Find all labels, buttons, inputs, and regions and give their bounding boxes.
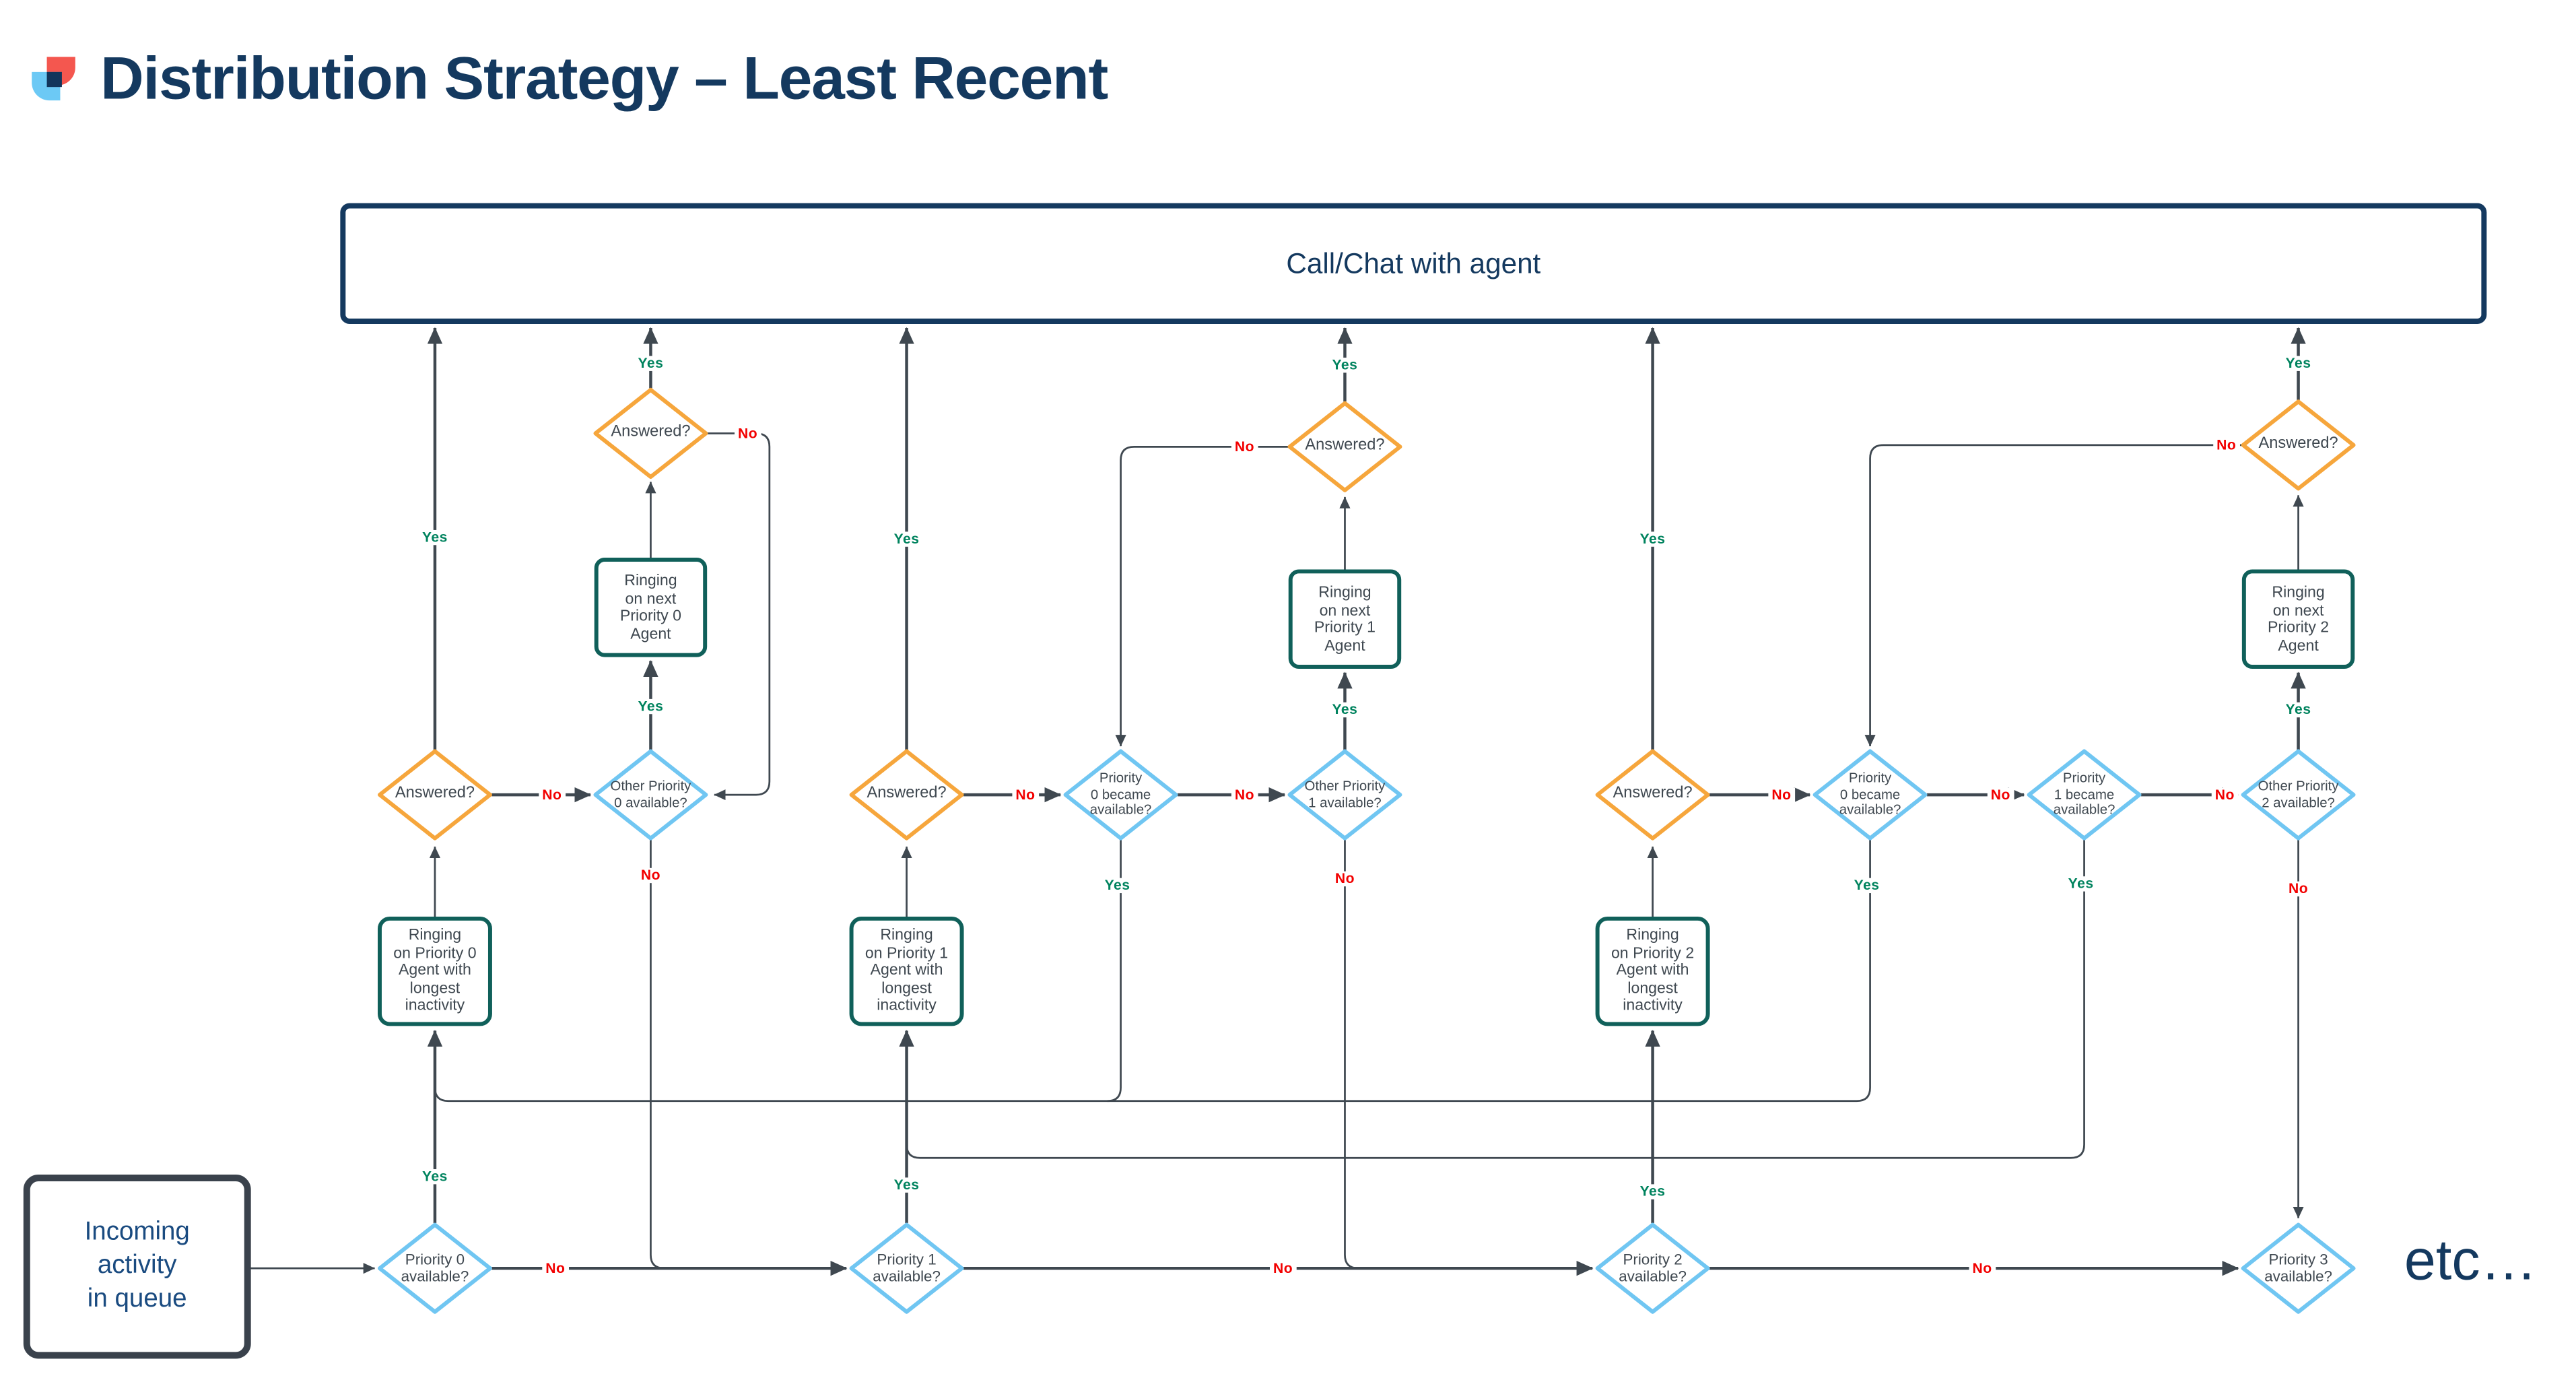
p0-became-available-decision-a: Priority 0 became available? — [1089, 770, 1152, 818]
edge-label-no: No — [1331, 872, 1359, 886]
edge-label-yes: Yes — [1328, 702, 1361, 717]
edge-label-yes: Yes — [890, 531, 923, 546]
incoming-activity-node: Incoming activity in queue — [84, 1218, 190, 1314]
other-p0-available-decision: Other Priority 0 available? — [610, 779, 691, 810]
header: Distribution Strategy – Least Recent — [30, 44, 1108, 114]
process-box-shapes — [377, 558, 2355, 1026]
ringing-p1-longest-node: Ringing on Priority 1 Agent with longest… — [865, 926, 949, 1014]
incoming-box-shape — [23, 1175, 251, 1359]
p3-available-decision: Priority 3 available? — [2264, 1251, 2332, 1286]
edge-label-yes: Yes — [1636, 531, 1669, 546]
edge-label-no: No — [734, 426, 761, 441]
p1-became-available-decision: Priority 1 became available? — [2053, 770, 2115, 818]
answered-decision-mid-0: Answered? — [395, 784, 475, 803]
edge-label-yes: Yes — [1636, 1184, 1669, 1199]
edge-label-no: No — [2213, 438, 2240, 453]
edge-label-yes: Yes — [419, 1169, 451, 1184]
answered-diamond-shapes — [377, 387, 2356, 841]
edge-label-no: No — [1270, 1261, 1297, 1276]
etc-continuation-label: etc… — [2404, 1228, 2538, 1293]
edge-label-no: No — [539, 788, 566, 802]
edge-label-no: No — [1987, 788, 2014, 802]
edge-label-yes: Yes — [2282, 356, 2315, 370]
ringing-p2-longest-node: Ringing on Priority 2 Agent with longest… — [1611, 926, 1695, 1014]
edge-label-yes: Yes — [634, 699, 667, 713]
edge-label-yes: Yes — [2282, 702, 2315, 717]
edge-label-no: No — [637, 868, 664, 882]
answered-decision-mid-2: Answered? — [1613, 784, 1693, 803]
ringing-next-p0-node: Ringing on next Priority 0 Agent — [619, 572, 682, 643]
answered-decision-top-2: Answered? — [2258, 434, 2338, 453]
edge-label-no: No — [2211, 788, 2238, 802]
p0-became-available-decision-b: Priority 0 became available? — [1839, 770, 1901, 818]
edge-label-yes: Yes — [1101, 878, 1134, 892]
edge-label-yes: Yes — [1328, 358, 1361, 372]
call-chat-box-shape — [340, 203, 2487, 324]
availability-diamond-shapes — [377, 749, 2356, 1314]
edge-label-no: No — [1768, 788, 1795, 802]
edge-label-yes: Yes — [890, 1177, 923, 1192]
other-p1-available-decision: Other Priority 1 available? — [1304, 779, 1386, 810]
p1-available-decision: Priority 1 available? — [873, 1251, 941, 1286]
other-p2-available-decision: Other Priority 2 available? — [2258, 779, 2339, 810]
answered-decision-top-1: Answered? — [1305, 436, 1385, 455]
loop-return-edges — [247, 432, 2304, 1274]
app-logo-icon — [30, 54, 77, 104]
edge-label-no: No — [1231, 788, 1258, 802]
ringing-next-p1-node: Ringing on next Priority 1 Agent — [1314, 583, 1376, 654]
call-chat-node: Call/Chat with agent — [1286, 248, 1541, 280]
edge-label-yes: Yes — [634, 356, 667, 370]
edge-label-yes: Yes — [2064, 876, 2097, 891]
answered-decision-top-0: Answered? — [611, 422, 691, 441]
edge-label-yes: Yes — [1850, 878, 1883, 892]
edge-label-no: No — [1012, 788, 1039, 802]
answered-decision-mid-1: Answered? — [867, 784, 947, 803]
edge-label-no: No — [1969, 1261, 1996, 1276]
edge-label-yes: Yes — [419, 530, 451, 545]
ringing-next-p2-node: Ringing on next Priority 2 Agent — [2268, 583, 2330, 654]
ringing-p0-longest-node: Ringing on Priority 0 Agent with longest… — [393, 926, 477, 1014]
p0-available-decision: Priority 0 available? — [401, 1251, 469, 1286]
edge-label-no: No — [542, 1261, 569, 1276]
edge-label-no: No — [1231, 440, 1258, 454]
p2-available-decision: Priority 2 available? — [1619, 1251, 1687, 1286]
edge-label-no: No — [2285, 882, 2312, 896]
main-flow-edges — [427, 327, 2306, 1276]
page-title: Distribution Strategy – Least Recent — [100, 43, 1108, 112]
